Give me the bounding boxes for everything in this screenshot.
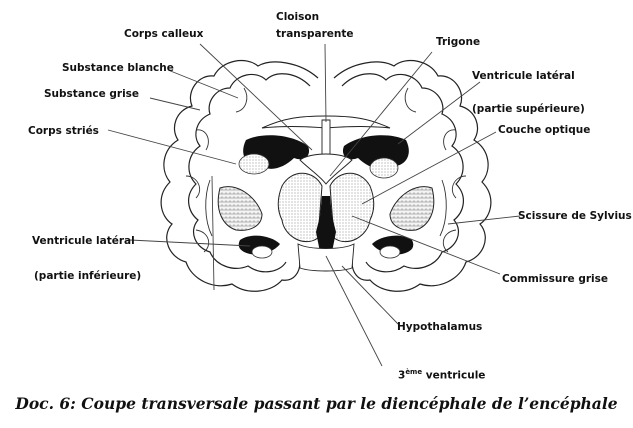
label-commissure-grise: Commissure grise <box>502 273 608 285</box>
label-cloison-line1: Cloison <box>276 11 320 23</box>
thalamus-left <box>277 172 323 243</box>
label-ventricule-lateral-inf: Ventricule latéral <box>32 235 135 247</box>
hippocampus-right <box>379 245 401 259</box>
third-ventricle <box>316 196 336 262</box>
label-partie-superieure: (partie supérieure) <box>472 103 585 115</box>
label-partie-inferieure: (partie inférieure) <box>34 270 142 282</box>
insula-left <box>205 179 213 237</box>
lentiform-nucleus-left <box>217 186 263 231</box>
cortex-sulci <box>185 87 467 253</box>
label-couche-optique: Couche optique <box>498 124 591 136</box>
label-substance-blanche: Substance blanche <box>62 62 174 74</box>
label-troisieme-num: 3 <box>398 369 406 382</box>
caudate-right <box>369 157 399 179</box>
label-troisieme-rest: ventricule <box>422 369 486 382</box>
fornix-trigone <box>299 153 353 185</box>
hippocampus-left <box>251 245 273 259</box>
hypothalamus <box>297 243 355 272</box>
left-hemisphere <box>160 59 319 292</box>
label-corps-calleux: Corps calleux <box>124 28 204 40</box>
thalamus-right <box>329 172 375 243</box>
label-troisieme-ventricule: 3ème ventricule <box>398 368 485 382</box>
label-cloison-line2: transparente <box>276 28 354 40</box>
lentiform-nucleus-right <box>389 186 435 231</box>
label-hypothalamus: Hypothalamus <box>397 321 483 333</box>
label-ventricule-lateral-sup: Ventricule latéral <box>472 70 575 82</box>
label-troisieme-sup: ème <box>405 368 423 376</box>
label-substance-grise: Substance grise <box>44 88 140 100</box>
label-trigone: Trigone <box>436 36 481 48</box>
label-corps-stries: Corps striés <box>28 125 99 137</box>
caudate-left <box>238 153 270 175</box>
figure-caption: Doc. 6: Coupe transversale passant par l… <box>15 394 618 413</box>
insula-right <box>439 179 447 237</box>
leader-lines <box>107 43 521 367</box>
label-scissure-sylvius: Scissure de Sylvius <box>518 210 632 222</box>
